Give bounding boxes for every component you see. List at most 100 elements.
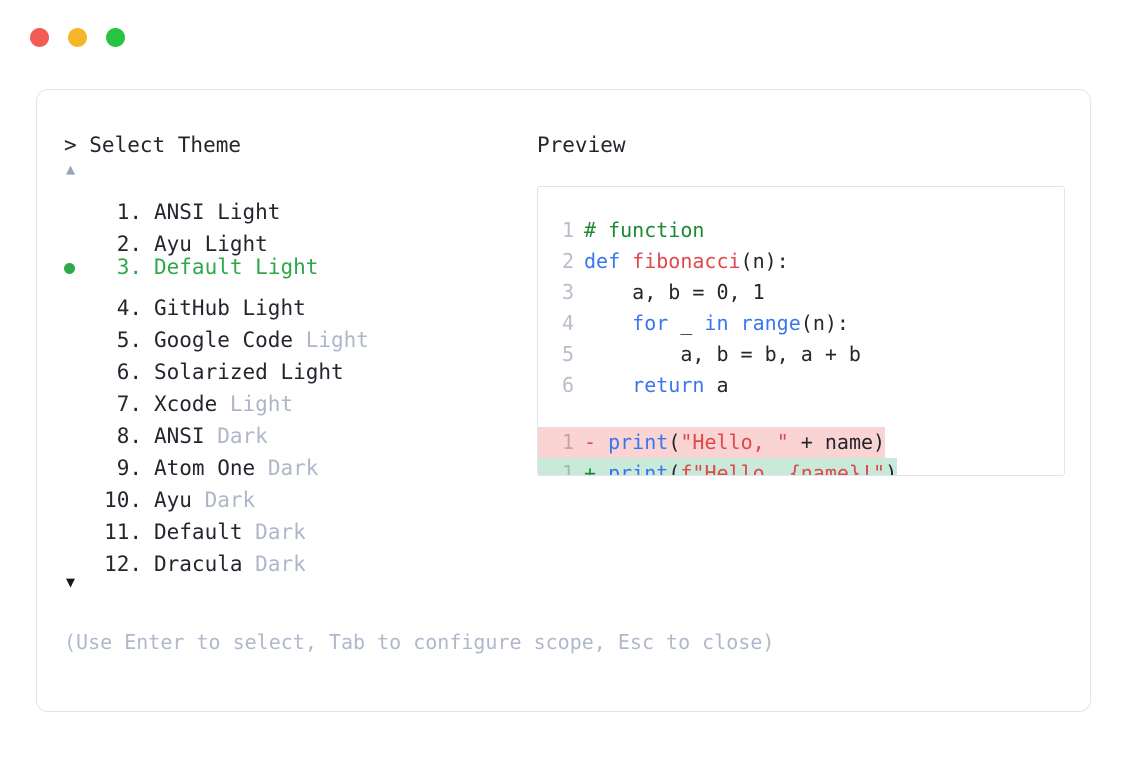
theme-item-number: 7.	[116, 392, 142, 416]
preview-title: Preview	[537, 133, 626, 157]
line-number: 3	[561, 280, 574, 304]
theme-item-name: ANSI	[154, 424, 205, 448]
maximize-window-dot[interactable]	[106, 28, 125, 47]
theme-list-item[interactable]: 5.Google Code Light	[64, 315, 534, 352]
code-token: in	[704, 311, 729, 335]
minimize-window-dot[interactable]	[68, 28, 87, 47]
theme-list-item[interactable]: 3.Default Light	[64, 251, 534, 283]
code-token: fibonacci	[632, 249, 741, 273]
diff-added-line: 1+ print(f"Hello, {name}!")	[538, 458, 1064, 476]
code-token: (n):	[740, 249, 789, 273]
code-token: + name)	[788, 430, 886, 454]
theme-item-label: Google Code Light	[142, 324, 369, 356]
theme-list-item[interactable]: 6.Solarized Light	[64, 347, 534, 384]
diff-line-content: - print("Hello, " + name)	[584, 427, 886, 458]
theme-item-number: 5.	[116, 328, 142, 352]
theme-item-label: ANSI Light	[142, 196, 280, 228]
theme-item-number: 12.	[104, 552, 142, 576]
code-token: return	[632, 373, 705, 397]
line-number: 6	[561, 373, 574, 397]
theme-item-name: Ayu	[154, 488, 192, 512]
code-line: 3 a, b = 0, 1	[538, 277, 1064, 308]
theme-item-number: 10.	[104, 488, 142, 512]
code-token: (	[668, 461, 681, 476]
theme-item-number: 1.	[116, 200, 142, 224]
line-number: 2	[561, 249, 574, 273]
theme-list-item[interactable]: 10. Ayu Dark	[64, 475, 534, 512]
scroll-down-icon[interactable]: ▼	[66, 573, 76, 591]
theme-item-number: 9.	[116, 456, 142, 480]
diff-removed-line: 1- print("Hello, " + name)	[538, 427, 1064, 458]
window-controls	[30, 28, 125, 47]
theme-list-item[interactable]: 4. GitHub Light	[64, 283, 534, 320]
theme-item-label: ANSI Dark	[142, 420, 268, 452]
code-line: 6 return a	[538, 370, 1064, 401]
selection-bullet-cell	[64, 187, 90, 219]
theme-item-variant: Light	[229, 392, 294, 416]
theme-list-item[interactable]: 8.ANSI Dark	[64, 411, 534, 448]
diff-line-content: + print(f"Hello, {name}!")	[584, 458, 898, 476]
theme-item-number: 3.	[116, 255, 142, 279]
code-token: # function	[584, 218, 705, 242]
code-line: 5 a, b = b, a + b	[538, 339, 1064, 370]
theme-item-variant: Dark	[267, 456, 319, 480]
selection-bullet-cell	[64, 219, 90, 251]
selection-bullet-cell	[64, 315, 90, 347]
theme-list-item[interactable]: 11.Default Dark	[64, 507, 534, 544]
theme-item-variant: Light	[217, 200, 281, 224]
theme-item-name: Atom One	[154, 456, 256, 480]
code-token: a	[704, 373, 729, 397]
theme-list-item[interactable]: 2. Ayu Light	[64, 219, 534, 256]
theme-item-variant: Light	[305, 328, 369, 352]
code-token: print	[608, 430, 669, 454]
code-token: (	[668, 430, 681, 454]
code-token: )	[885, 461, 898, 476]
selection-bullet-cell	[64, 539, 90, 571]
theme-item-name: Ayu	[154, 232, 192, 256]
close-window-dot[interactable]	[30, 28, 49, 47]
code-line-content: def fibonacci(n):	[584, 246, 789, 277]
theme-list-item[interactable]: 1. ANSI Light	[64, 187, 534, 224]
selection-bullet-cell	[64, 347, 90, 379]
theme-list-item[interactable]: 7.Xcode Light	[64, 379, 534, 416]
line-number: 4	[561, 311, 574, 335]
selected-bullet-icon	[64, 263, 75, 274]
code-token: f"Hello, {name}!"	[680, 461, 886, 476]
scroll-up-icon[interactable]: ▲	[66, 160, 76, 178]
theme-item-name: GitHub	[154, 296, 230, 320]
code-token: "Hello, "	[680, 430, 789, 454]
theme-item-variant: Dark	[255, 552, 306, 576]
theme-list-item[interactable]: 12. Dracula Dark	[64, 539, 534, 576]
selection-bullet-cell	[64, 475, 90, 507]
line-number: 1	[538, 427, 584, 458]
selection-bullet-cell	[64, 379, 90, 411]
selection-bullet-cell	[64, 507, 90, 539]
theme-item-number: 2.	[116, 232, 142, 256]
selection-bullet-cell	[64, 253, 90, 285]
theme-item-label: GitHub Light	[142, 292, 306, 324]
code-token	[584, 373, 632, 397]
theme-item-number: 4.	[116, 296, 142, 320]
code-token: def	[584, 249, 633, 273]
theme-item-variant: Light	[204, 232, 268, 256]
code-line: 4 for _ in range(n):	[538, 308, 1064, 339]
theme-list-item[interactable]: 9. Atom One Dark	[64, 443, 534, 480]
page-title: > Select Theme	[64, 133, 242, 157]
selection-bullet-cell	[64, 443, 90, 475]
theme-item-name: Dracula	[154, 552, 243, 576]
code-token: for	[632, 311, 669, 335]
theme-item-variant: Light	[242, 296, 306, 320]
code-line-content: for _ in range(n):	[584, 308, 849, 339]
theme-item-name: ANSI	[154, 200, 205, 224]
code-token: range	[740, 311, 801, 335]
theme-item-label: Ayu Dark	[142, 484, 255, 516]
theme-item-label: Dracula Dark	[142, 548, 306, 580]
code-line-content: # function	[584, 215, 704, 246]
diff-plus-marker: +	[584, 461, 609, 476]
theme-item-number: 11.	[104, 520, 142, 544]
theme-item-variant: Dark	[204, 488, 256, 512]
